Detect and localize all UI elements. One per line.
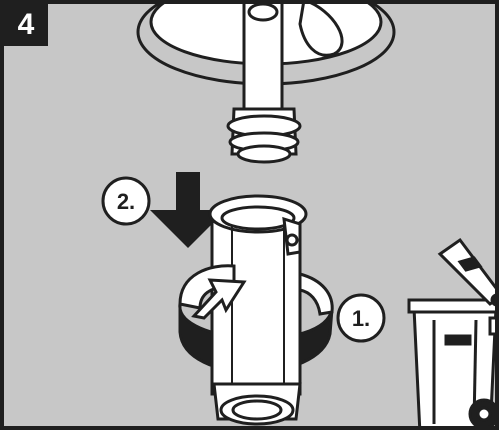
callout-2-label: 2.: [117, 189, 135, 214]
callout-2: 2.: [101, 176, 151, 226]
callout-1: 1.: [336, 293, 386, 343]
illustration: 2.: [101, 4, 495, 426]
callout-1-label: 1.: [352, 306, 370, 331]
filter-housing-icon: [136, 4, 396, 164]
push-down-arrow-icon: [150, 172, 226, 248]
step-number-badge: 4: [4, 4, 48, 46]
recycle-bin-icon: [407, 237, 495, 426]
rotate-arrow-icon: [191, 278, 247, 320]
